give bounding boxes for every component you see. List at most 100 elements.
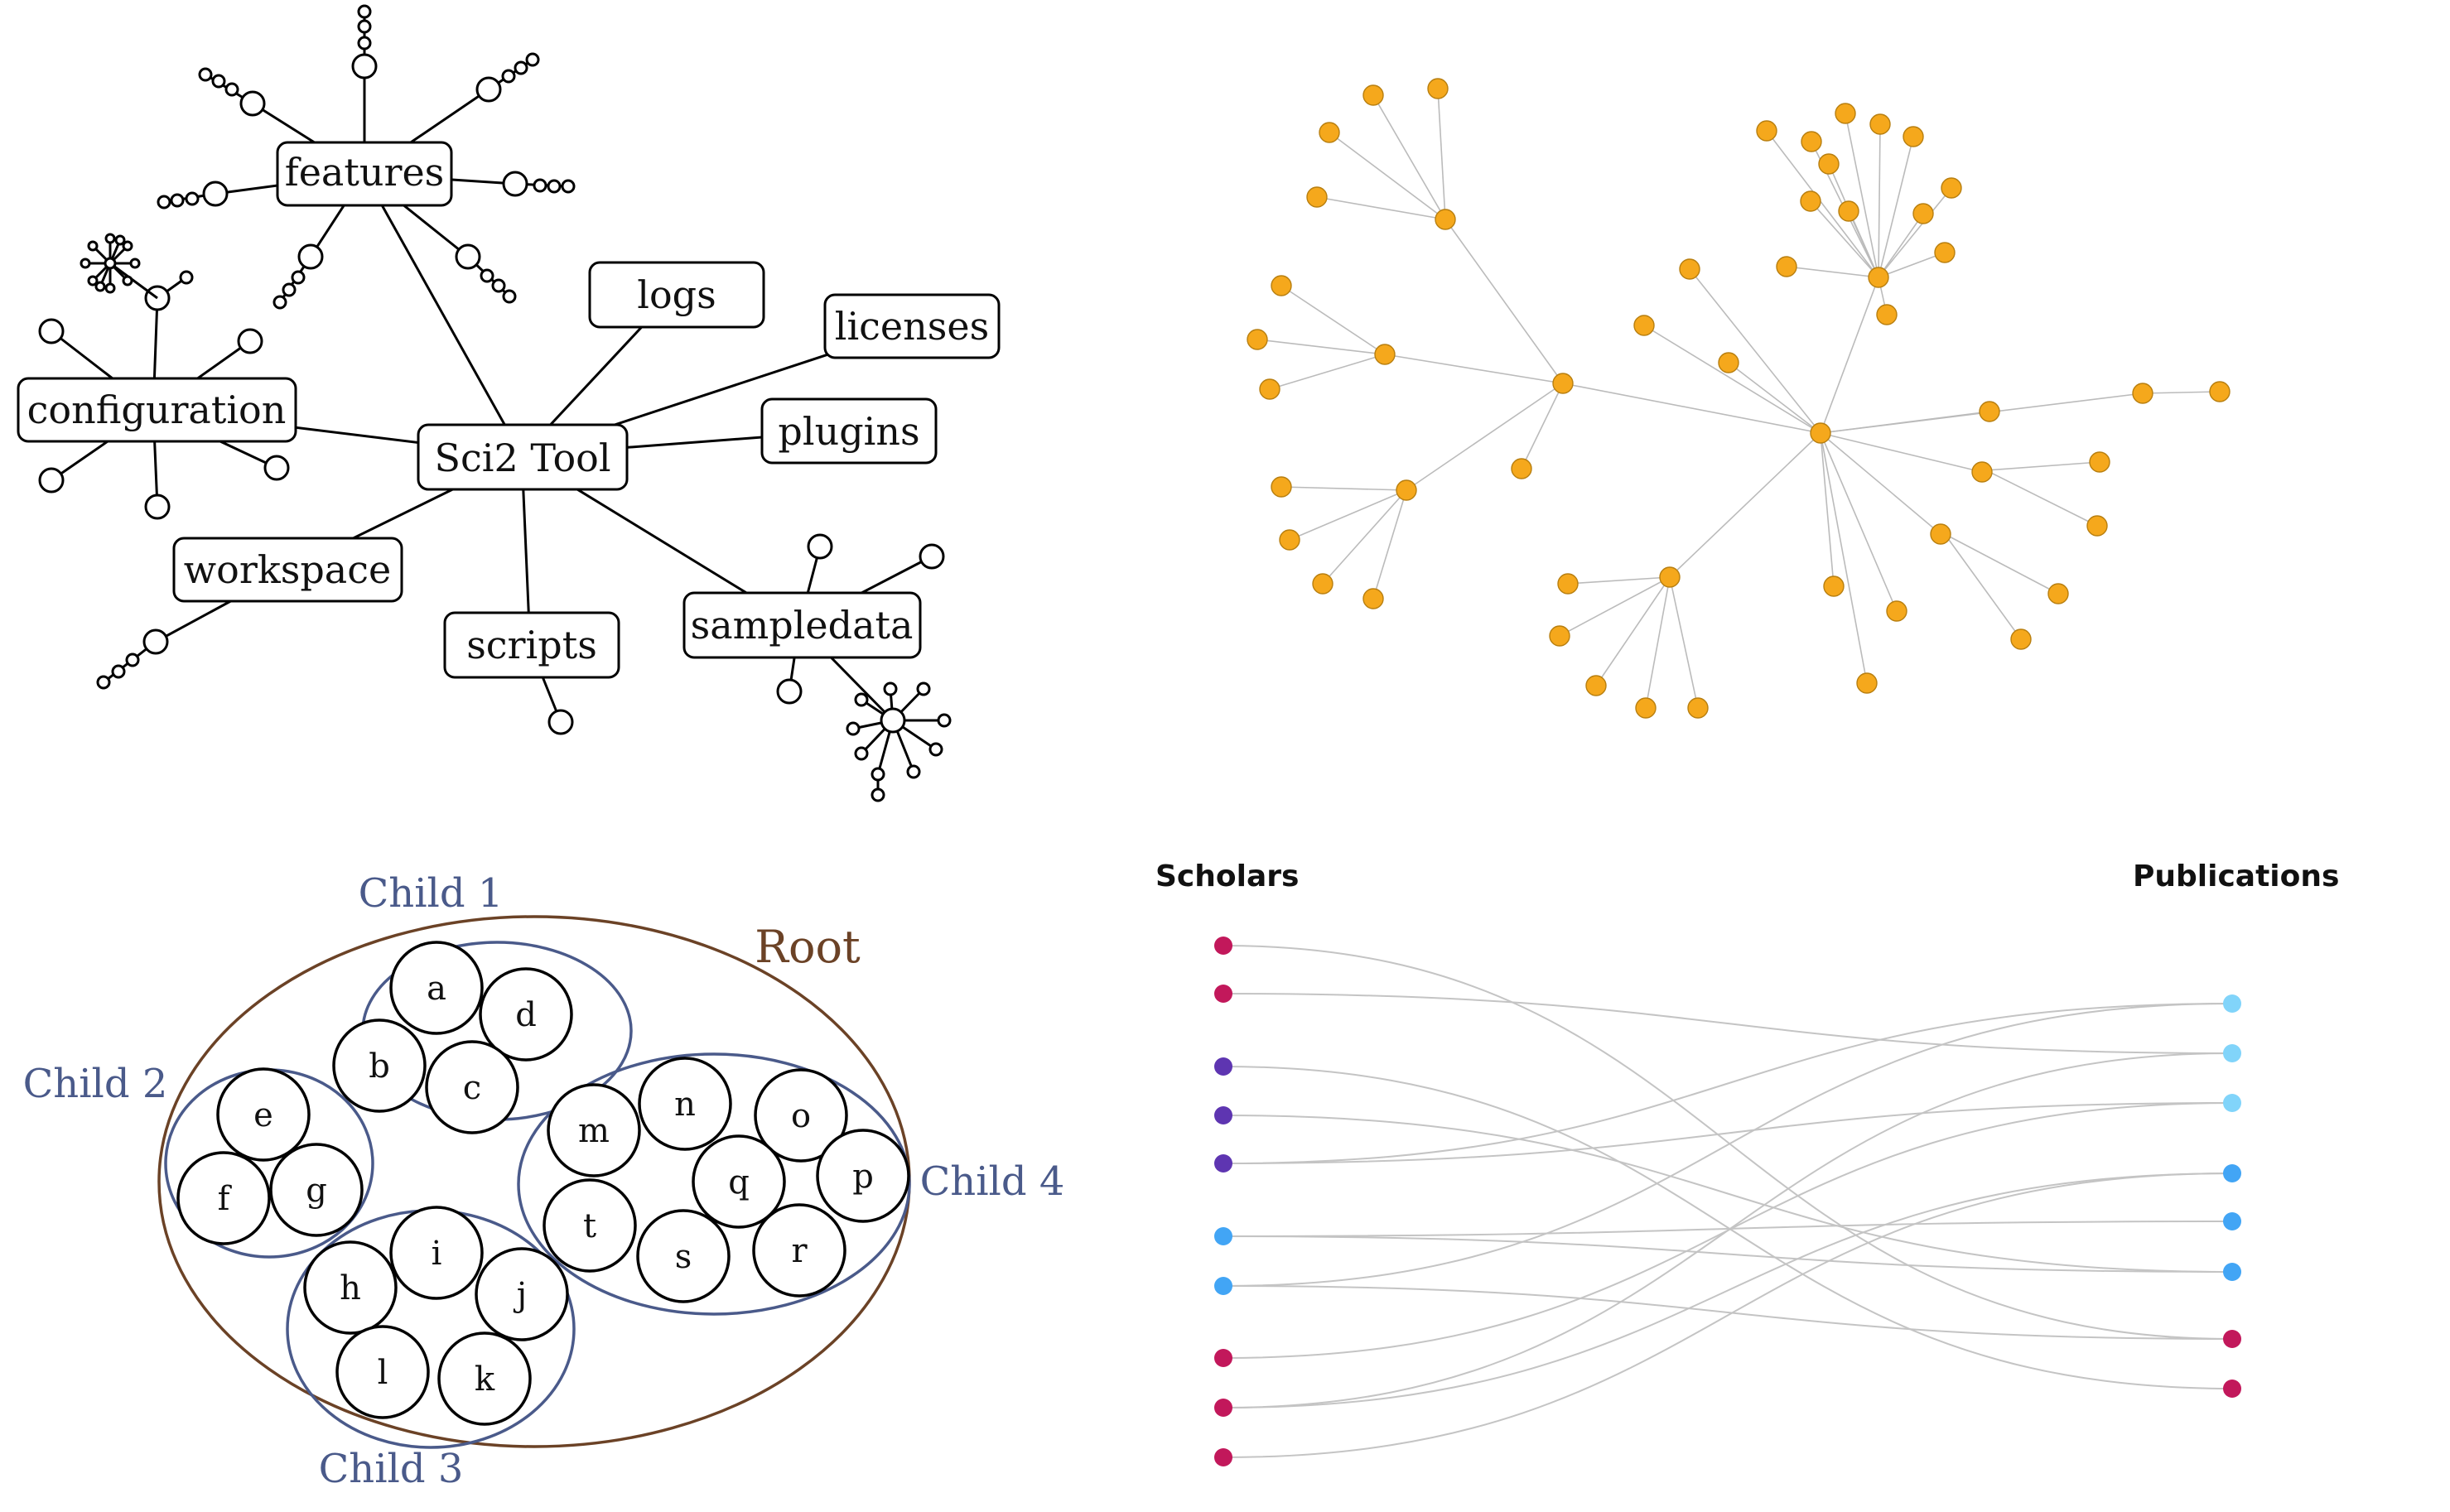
graph-edge xyxy=(1810,200,1879,278)
graph-node xyxy=(1810,422,1831,444)
graph-edge xyxy=(1985,461,2100,471)
features-node: features xyxy=(276,141,453,207)
graph-node xyxy=(1635,697,1657,719)
radial-graph-nodes xyxy=(1247,78,2231,719)
scholar-node xyxy=(1214,1227,1232,1245)
graph-edge xyxy=(1595,576,1671,686)
publication-node xyxy=(2223,1164,2241,1182)
graph-node xyxy=(1552,373,1574,394)
publications-header: Publications xyxy=(2133,860,2339,893)
licenses-label: licenses xyxy=(835,304,989,349)
graph-edge xyxy=(1280,486,1407,491)
scholars-header: Scholars xyxy=(1155,860,1299,893)
graph-node xyxy=(1633,315,1655,336)
child-3-leaves: i h j l k xyxy=(303,1206,569,1426)
graph-edge xyxy=(1845,113,1879,278)
graph-edge xyxy=(1669,576,1699,709)
graph-node xyxy=(1259,378,1280,400)
graph-edge xyxy=(1820,432,1898,612)
graph-node xyxy=(1756,120,1777,142)
leaf-m: m xyxy=(578,1112,610,1150)
bipartite-edge xyxy=(1223,1173,2233,1458)
leaf-d: d xyxy=(515,996,537,1034)
graph-edge xyxy=(1329,132,1446,220)
scholar-node xyxy=(1214,1277,1232,1295)
bipartite-nodes xyxy=(1214,937,2241,1466)
scripts-node: scripts xyxy=(443,611,620,679)
graph-node xyxy=(1835,103,1856,124)
graph-edge xyxy=(1985,469,2098,527)
graph-edge xyxy=(1786,266,1879,278)
bipartite-edge xyxy=(1223,1235,2233,1273)
graph-node xyxy=(1941,177,1962,199)
leaf-g: g xyxy=(306,1172,327,1210)
graph-node xyxy=(1271,476,1292,498)
graph-edge xyxy=(1820,432,1835,587)
child-3-label: Child 3 xyxy=(319,1446,464,1492)
publication-node xyxy=(2223,1263,2241,1281)
bipartite-edge xyxy=(1223,993,2233,1054)
leaf-l: l xyxy=(378,1354,388,1392)
bipartite-edge xyxy=(1223,1173,2233,1408)
child-4-ellipse xyxy=(517,1052,911,1316)
graph-node xyxy=(2089,451,2110,473)
graph-node xyxy=(2086,515,2108,537)
graph-node xyxy=(1549,625,1570,647)
logs-label: logs xyxy=(637,272,716,317)
sci2-tool-label: Sci2 Tool xyxy=(434,436,610,480)
scholar-node xyxy=(1214,1106,1232,1124)
publication-node xyxy=(2223,1044,2241,1062)
workspace-label: workspace xyxy=(184,547,391,592)
graph-node xyxy=(1903,126,1924,147)
licenses-node: licenses xyxy=(823,293,1001,359)
graph-node xyxy=(1659,566,1681,588)
graph-node xyxy=(1427,78,1449,99)
plugins-node: plugins xyxy=(760,397,938,465)
plugins-label: plugins xyxy=(778,409,919,454)
logs-node: logs xyxy=(588,261,765,329)
graph-node xyxy=(1876,304,1898,325)
leaf-i: i xyxy=(432,1235,442,1273)
bipartite-panel: Scholars Publications xyxy=(1155,860,2339,1466)
circle-packing-panel: Root Child 1 Child 2 Child 3 Child 4 a d… xyxy=(23,870,1065,1492)
leaf-n: n xyxy=(674,1086,696,1124)
radial-graph-edges xyxy=(1256,88,2221,709)
graph-edge xyxy=(1689,268,1821,434)
radial-graph-panel xyxy=(1247,78,2231,719)
leaf-k: k xyxy=(475,1360,495,1399)
graph-node xyxy=(1279,529,1300,551)
graph-edge xyxy=(1878,187,1952,278)
graph-node xyxy=(1800,190,1821,212)
graph-node xyxy=(1886,600,1907,622)
graph-edge xyxy=(1645,576,1671,709)
graph-edge xyxy=(1372,94,1446,220)
bipartite-edge xyxy=(1223,945,2233,1340)
bipartite-edge xyxy=(1223,1066,2233,1389)
graph-node xyxy=(1818,153,1840,175)
graph-edge xyxy=(1878,252,1946,278)
graph-node xyxy=(1396,479,1417,501)
scholar-node xyxy=(1214,1057,1232,1076)
graph-edge xyxy=(1820,277,1879,434)
workspace-branch xyxy=(96,570,287,690)
graph-node xyxy=(1838,200,1859,222)
configuration-burst xyxy=(80,233,141,294)
graph-edge xyxy=(1384,354,1564,384)
scholar-node xyxy=(1214,1448,1232,1466)
leaf-f: f xyxy=(218,1180,233,1218)
graph-edge xyxy=(1944,533,2022,640)
sci2-tree-panel: features logs licenses configuration plu… xyxy=(17,4,1001,802)
leaf-q: q xyxy=(728,1163,750,1201)
graph-node xyxy=(1557,573,1579,595)
graph-node xyxy=(1679,258,1700,280)
graph-edge xyxy=(1559,576,1671,637)
graph-edge xyxy=(1269,354,1386,390)
sampledata-label: sampledata xyxy=(691,603,914,648)
graph-node xyxy=(1718,352,1739,373)
bipartite-edge xyxy=(1223,1115,2233,1273)
publication-node xyxy=(2223,994,2241,1013)
root-label: Root xyxy=(755,921,861,973)
graph-edge xyxy=(1406,383,1564,491)
publication-node xyxy=(2223,1380,2241,1398)
